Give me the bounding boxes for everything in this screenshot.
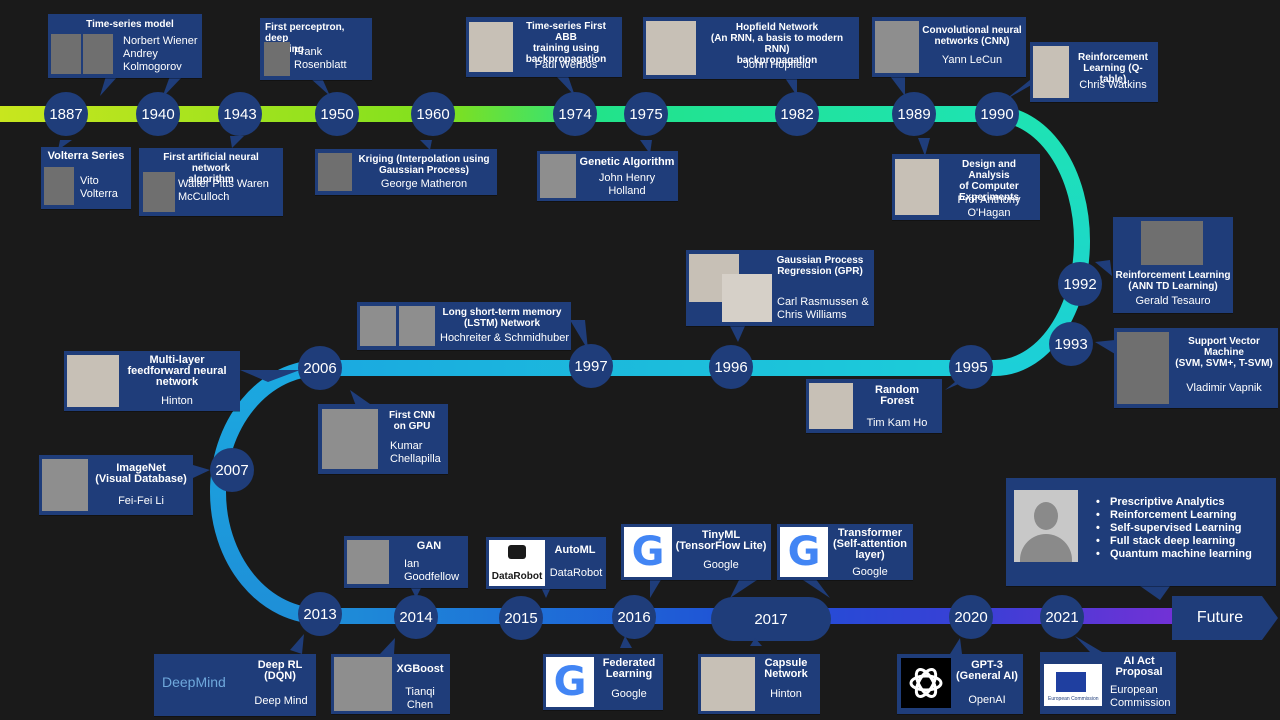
- future-trends-box: Prescriptive Analytics Reinforcement Lea…: [1006, 478, 1276, 586]
- portrait-photo: [701, 657, 755, 711]
- card-xgboost: XGBoost Tianqi Chen: [331, 654, 450, 714]
- google-logo-icon: G: [546, 657, 594, 707]
- placeholder-avatar-icon: [1014, 490, 1078, 562]
- card-q-table: Reinforcement Learning (Q-table) Chris W…: [1030, 42, 1158, 102]
- portrait-photo: [360, 306, 396, 346]
- year-1975: 1975: [624, 92, 668, 136]
- future-trend-item: Self-supervised Learning: [1096, 522, 1252, 535]
- year-1997: 1997: [569, 344, 613, 388]
- year-2007: 2007: [210, 448, 254, 492]
- card-cnn: Convolutional neural networks (CNN) Yann…: [872, 17, 1026, 77]
- card-capsule-network: Capsule Network Hinton: [698, 654, 820, 714]
- future-trend-item: Full stack deep learning: [1096, 535, 1252, 548]
- year-2016: 2016: [612, 595, 656, 639]
- card-volterra-series: Volterra Series Vito Volterra: [41, 147, 131, 209]
- google-logo-icon: G: [780, 527, 828, 577]
- card-time-series-model: Time-series model Norbert Wiener Andrey …: [48, 14, 202, 78]
- robot-icon: [508, 545, 526, 559]
- card-genetic-algorithm: Genetic Algorithm John Henry Holland: [537, 151, 678, 201]
- card-abb-backpropagation: Time-series First ABB training using bac…: [466, 17, 622, 77]
- card-federated-learning: G Federated Learning Google: [543, 654, 663, 710]
- year-1989: 1989: [892, 92, 936, 136]
- year-1974: 1974: [553, 92, 597, 136]
- portrait-photo: [143, 172, 175, 212]
- card-gan: GAN Ian Goodfellow: [344, 536, 468, 588]
- portrait-photo: [875, 21, 919, 73]
- year-2015: 2015: [499, 596, 543, 640]
- portrait-photo: [1141, 221, 1203, 265]
- year-2006: 2006: [298, 346, 342, 390]
- deepmind-logo: DeepMind: [162, 674, 226, 690]
- year-2014: 2014: [394, 595, 438, 639]
- year-2017: 2017: [754, 610, 788, 628]
- year-2021: 2021: [1040, 595, 1084, 639]
- year-2013: 2013: [298, 592, 342, 636]
- portrait-photo: [540, 154, 576, 198]
- year-1993: 1993: [1049, 322, 1093, 366]
- portrait-photo: [1117, 332, 1169, 404]
- portrait-photo: [469, 22, 513, 72]
- year-1990: 1990: [975, 92, 1019, 136]
- card-random-forest: Random Forest Tim Kam Ho: [806, 379, 942, 433]
- portrait-photo: [264, 42, 290, 76]
- card-first-ann: First artificial neural network algorith…: [139, 148, 283, 216]
- future-trend-item: Reinforcement Learning: [1096, 509, 1252, 522]
- card-tinyml: G TinyML (TensorFlow Lite) Google: [621, 524, 771, 580]
- portrait-photo: [809, 383, 853, 429]
- card-multi-layer-network: Multi-layer feedforward neural network H…: [64, 351, 240, 411]
- year-1995: 1995: [949, 345, 993, 389]
- card-ai-act: European Commission AI Act Proposal Euro…: [1040, 652, 1176, 714]
- portrait-photo: [334, 657, 392, 711]
- card-first-perceptron: First perceptron, deep learning Frank Ro…: [260, 18, 372, 80]
- year-1996: 1996: [709, 345, 753, 389]
- card-automl: DataRobot AutoML DataRobot: [486, 537, 606, 589]
- year-1960: 1960: [411, 92, 455, 136]
- year-future: Future: [1196, 609, 1244, 626]
- card-kriging: Kriging (Interpolation using Gaussian Pr…: [315, 149, 497, 195]
- openai-logo-icon: [901, 658, 951, 708]
- year-1943: 1943: [218, 92, 262, 136]
- year-2020: 2020: [949, 595, 993, 639]
- card-lstm: Long short-term memory (LSTM) Network Ho…: [357, 302, 571, 350]
- european-commission-logo: European Commission: [1044, 664, 1102, 706]
- card-first-cnn-gpu: First CNN on GPU Kumar Chellapilla: [318, 404, 448, 474]
- portrait-photo: [83, 34, 113, 74]
- card-gpt3: GPT-3 (General AI) OpenAI: [897, 654, 1023, 714]
- future-trend-item: Quantum machine learning: [1096, 548, 1252, 561]
- google-logo-icon: G: [624, 527, 672, 577]
- portrait-photo: [895, 159, 939, 215]
- card-td-learning: Reinforcement Learning (ANN TD Learning)…: [1113, 217, 1233, 313]
- card-imagenet: ImageNet (Visual Database) Fei-Fei Li: [39, 455, 193, 515]
- portrait-photo: [44, 167, 74, 205]
- portrait-photo: [1033, 46, 1069, 98]
- card-gpr: Gaussian Process Regression (GPR) Carl R…: [686, 250, 874, 326]
- card-deep-rl: DeepMind Deep RL (DQN) Deep Mind: [154, 654, 316, 716]
- year-1950: 1950: [315, 92, 359, 136]
- year-1887: 1887: [44, 92, 88, 136]
- year-1940: 1940: [136, 92, 180, 136]
- portrait-photo: [722, 274, 772, 322]
- future-trends-list: Prescriptive Analytics Reinforcement Lea…: [1096, 496, 1252, 561]
- portrait-photo: [347, 540, 389, 584]
- card-svm: Support Vector Machine (SVM, SVM+, T-SVM…: [1114, 328, 1278, 408]
- card-dace: Design and Analysis of Computer Experime…: [892, 154, 1040, 220]
- portrait-photo: [399, 306, 435, 346]
- portrait-photo: [42, 459, 88, 511]
- portrait-photo: [318, 153, 352, 191]
- portrait-photo: [67, 355, 119, 407]
- year-1982: 1982: [775, 92, 819, 136]
- card-hopfield-network: Hopfield Network (An RNN, a basis to mod…: [643, 17, 859, 79]
- portrait-photo: [646, 21, 696, 75]
- card-transformer: G Transformer (Self-attention layer) Goo…: [777, 524, 913, 580]
- portrait-photo: [51, 34, 81, 74]
- future-trend-item: Prescriptive Analytics: [1096, 496, 1252, 509]
- year-1992: 1992: [1058, 262, 1102, 306]
- portrait-photo: [322, 409, 378, 469]
